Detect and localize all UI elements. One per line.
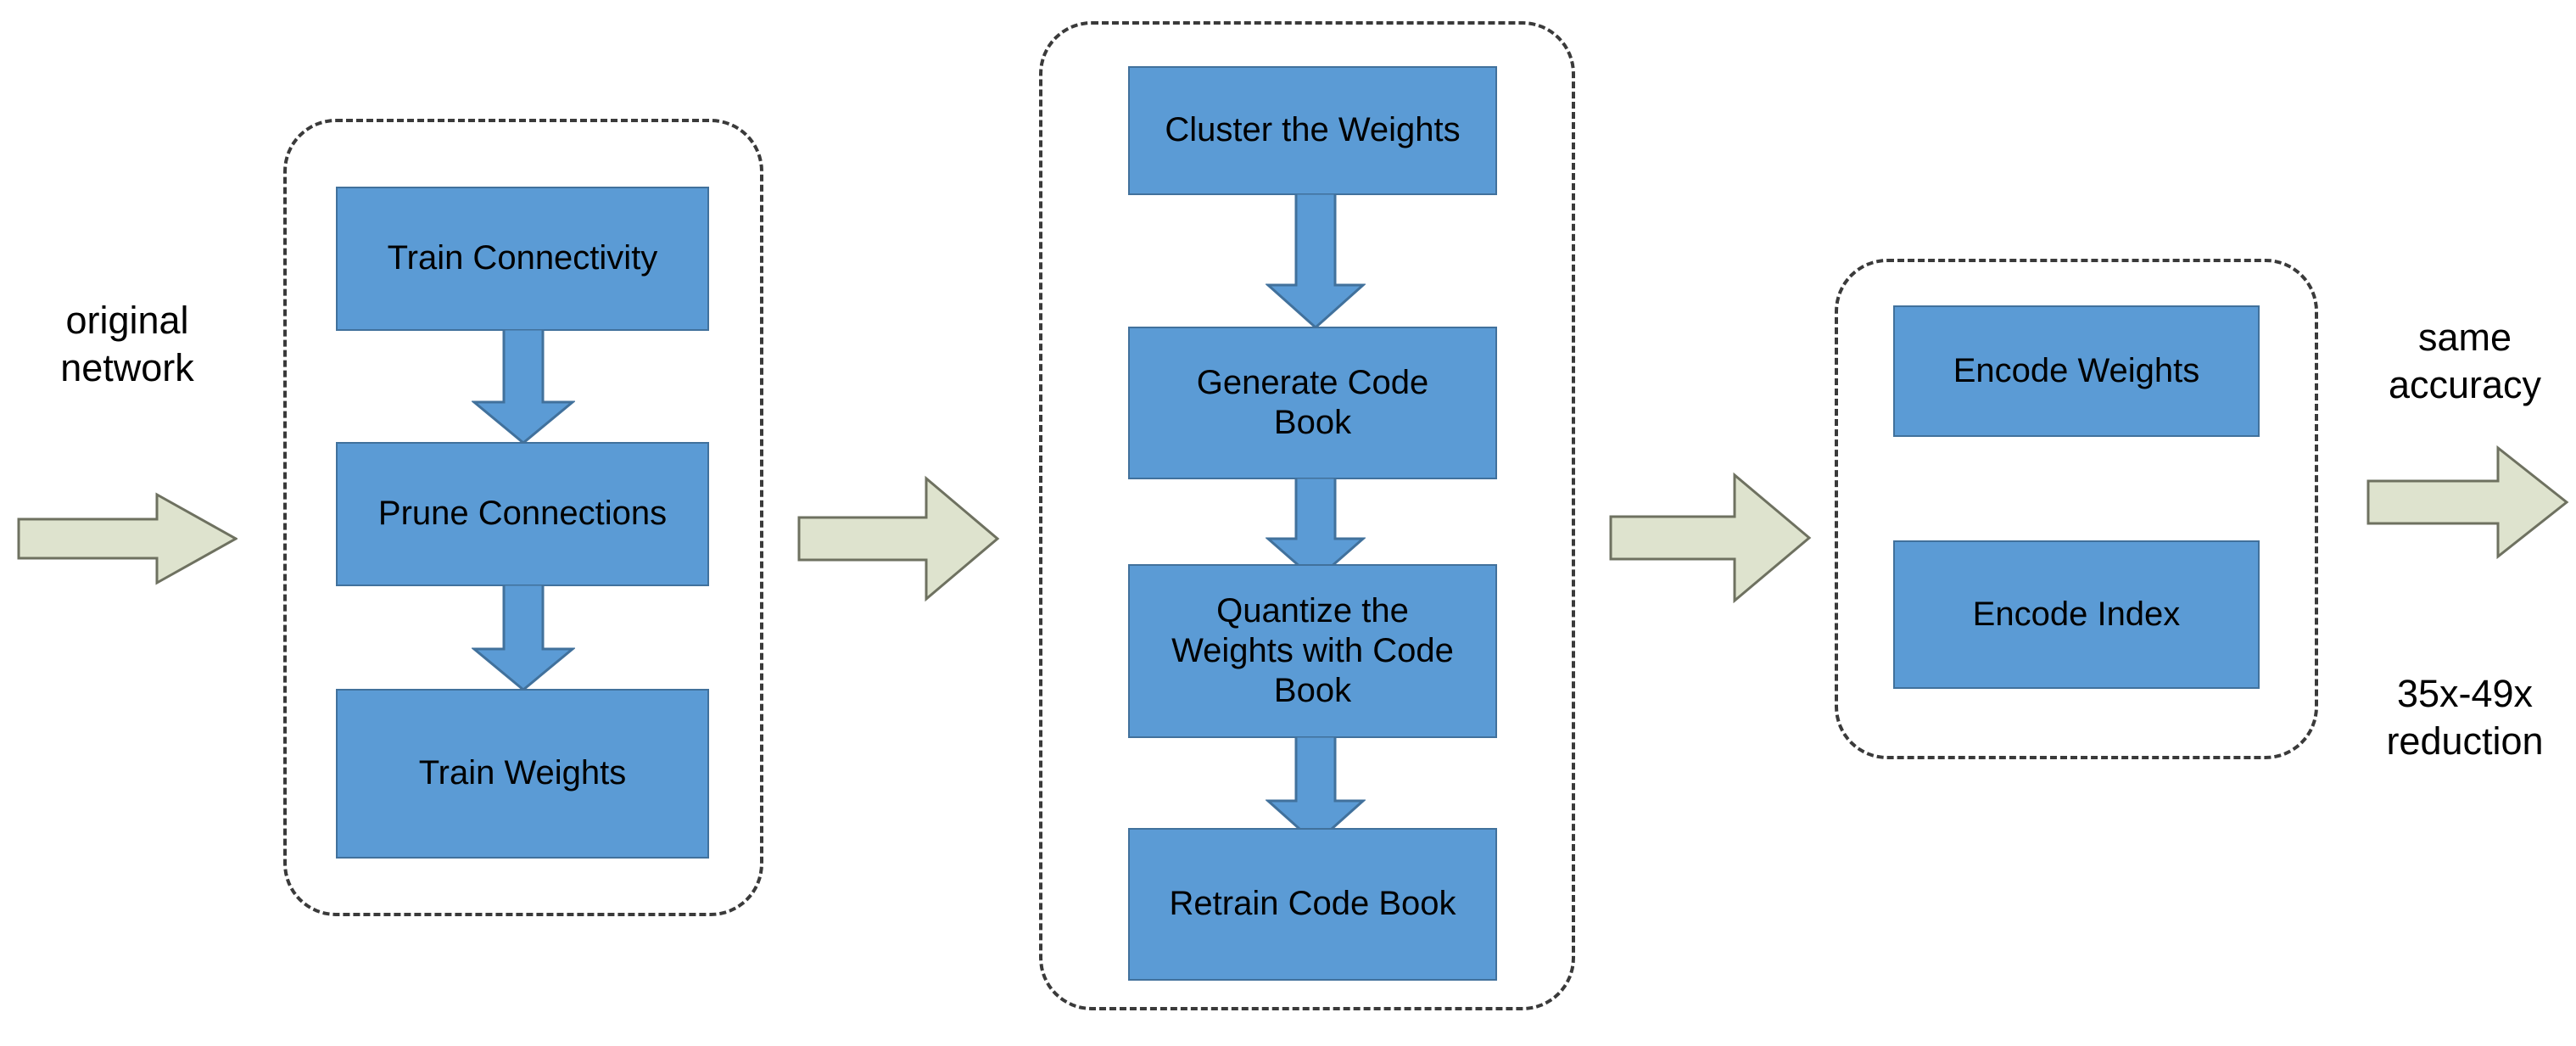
connector-down-arrow-4 [1266, 478, 1366, 582]
caption-original-network: original network [60, 299, 194, 390]
node-encode-index[interactable]: Encode Index [1893, 540, 2260, 689]
caption-reduction: 35x-49x reduction [2386, 672, 2544, 764]
node-label: Quantize the Weights with Code Book [1171, 591, 1454, 710]
stage-arrow-input-icon [17, 492, 237, 585]
node-label: Train Connectivity [387, 239, 658, 277]
connector-down-arrow-5 [1266, 736, 1366, 845]
node-train-weights[interactable]: Train Weights [336, 689, 709, 859]
node-label: Encode Weights [1953, 351, 2200, 389]
node-label: Generate Code Book [1196, 363, 1429, 441]
group-huffman-encoding [1835, 259, 2318, 759]
stage-arrow-2-icon [1609, 472, 1812, 603]
node-quantize-the-weights-with-code-book[interactable]: Quantize the Weights with Code Book [1128, 564, 1497, 738]
node-label: Train Weights [418, 754, 627, 792]
node-cluster-the-weights[interactable]: Cluster the Weights [1128, 66, 1497, 195]
node-prune-connections[interactable]: Prune Connections [336, 442, 709, 586]
connector-down-arrow-3 [1266, 193, 1366, 329]
group-quantization [1039, 21, 1575, 1010]
node-train-connectivity[interactable]: Train Connectivity [336, 187, 709, 331]
node-encode-weights[interactable]: Encode Weights [1893, 305, 2260, 437]
node-label: Cluster the Weights [1165, 111, 1461, 149]
node-retrain-code-book[interactable]: Retrain Code Book [1128, 828, 1497, 981]
node-label: Prune Connections [377, 495, 668, 533]
group-pruning [283, 119, 763, 916]
node-label: Encode Index [1972, 595, 2181, 633]
stage-arrow-1-icon [797, 475, 1000, 602]
node-label: Retrain Code Book [1169, 885, 1456, 923]
node-generate-code-book[interactable]: Generate Code Book [1128, 327, 1497, 479]
stage-arrow-output-icon [2366, 445, 2569, 560]
connector-down-arrow-1 [472, 329, 575, 445]
connector-down-arrow-2 [472, 585, 575, 691]
caption-same-accuracy: same accuracy [2388, 316, 2542, 407]
